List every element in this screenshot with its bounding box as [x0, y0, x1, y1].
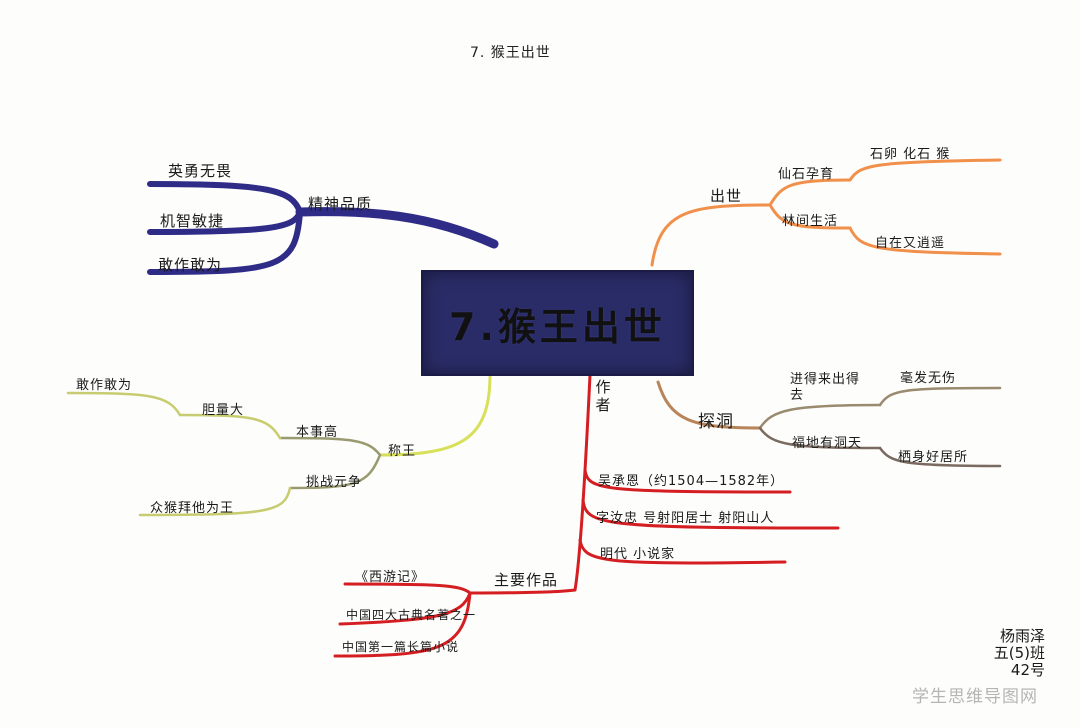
- branch-birth-main: [650, 203, 772, 267]
- branch-spirit-main: [295, 207, 499, 249]
- branch-spirit-3: [147, 209, 303, 275]
- branch-birth-1-leaf: [848, 158, 1002, 182]
- king-item-1: 本事高: [296, 425, 339, 440]
- birth-item-2: 林间生活: [782, 214, 839, 229]
- student-name: 杨雨泽: [999, 627, 1045, 645]
- student-signature: 杨雨泽 五(5)班 42号: [965, 628, 1045, 679]
- birth-item-1-leaf: 石卵 化石 猴: [870, 147, 951, 162]
- cave-item-2-leaf: 栖身好居所: [898, 450, 969, 465]
- branch-author-2: [581, 498, 840, 530]
- author-item-2: 字汝忠 号射阳居士 射阳山人: [596, 511, 775, 526]
- birth-item-1: 仙石孕育: [778, 167, 835, 182]
- cave-item-1: 进得来出得去: [790, 372, 861, 403]
- spirit-item-3: 敢作敢为: [158, 256, 223, 274]
- king-item-2-leaf: 众猴拜他为王: [150, 501, 235, 516]
- branch-works-1: [343, 582, 472, 595]
- branch-author-main: [573, 373, 592, 592]
- student-class: 五(5)班: [993, 644, 1045, 662]
- branch-cave-2-leaf: [878, 446, 1002, 468]
- branch-cave-main: [656, 380, 762, 430]
- spirit-item-1: 英勇无畏: [168, 162, 233, 180]
- king-item-1-sub: 胆量大: [202, 403, 245, 418]
- central-topic-node: 7.猴王出世: [421, 270, 694, 376]
- central-topic-label: 7.猴王出世: [449, 304, 666, 349]
- branch-works-main: [468, 588, 577, 595]
- spirit-item-2: 机智敏捷: [160, 212, 225, 230]
- branch-works-3: [333, 591, 472, 658]
- king-item-2: 挑战元争: [306, 475, 363, 490]
- branch-king-2: [288, 453, 382, 490]
- branch-spirit-1: [147, 181, 303, 215]
- branch-king-main: [378, 373, 492, 457]
- works-item-3: 中国第一篇长篇小说: [342, 640, 460, 654]
- branch-birth-label: 出世: [710, 187, 743, 205]
- student-number: 42号: [1010, 661, 1045, 679]
- works-item-1: 《西游记》: [355, 570, 426, 585]
- cave-item-1-leaf: 毫发无伤: [900, 371, 957, 386]
- branch-cave-1: [758, 403, 882, 430]
- branch-author-1: [583, 468, 792, 494]
- branch-birth-1: [768, 178, 852, 207]
- cave-item-2: 福地有洞天: [792, 436, 863, 451]
- branch-works-label: 主要作品: [494, 571, 559, 589]
- king-item-1-leaf: 敢作敢为: [76, 378, 133, 393]
- branch-author-label: 作者: [595, 378, 611, 414]
- branch-king-1: [278, 436, 382, 457]
- author-item-1: 吴承恩（约1504—1582年）: [598, 474, 785, 489]
- birth-item-2-leaf: 自在又逍遥: [875, 236, 946, 251]
- branch-birth-2-leaf: [848, 226, 1002, 256]
- page-title: 7. 猴王出世: [470, 45, 551, 61]
- author-item-3: 明代 小说家: [600, 547, 676, 562]
- branch-works-2: [338, 591, 472, 626]
- branch-king-label: 称王: [388, 444, 417, 459]
- works-item-2: 中国四大古典名著之一: [346, 608, 477, 622]
- branch-spirit-label: 精神品质: [308, 195, 373, 213]
- branch-king-1-leaf: [66, 391, 182, 417]
- branch-cave-1-leaf: [878, 386, 1002, 407]
- branch-cave-2: [758, 426, 882, 450]
- site-watermark: 学生思维导图网: [912, 687, 1038, 707]
- branch-birth-2: [768, 203, 852, 230]
- branch-king-1-sub: [178, 413, 282, 440]
- branch-author-3: [578, 538, 787, 565]
- branch-king-2-leaf: [138, 486, 292, 517]
- branch-cave-label: 探洞: [698, 412, 734, 432]
